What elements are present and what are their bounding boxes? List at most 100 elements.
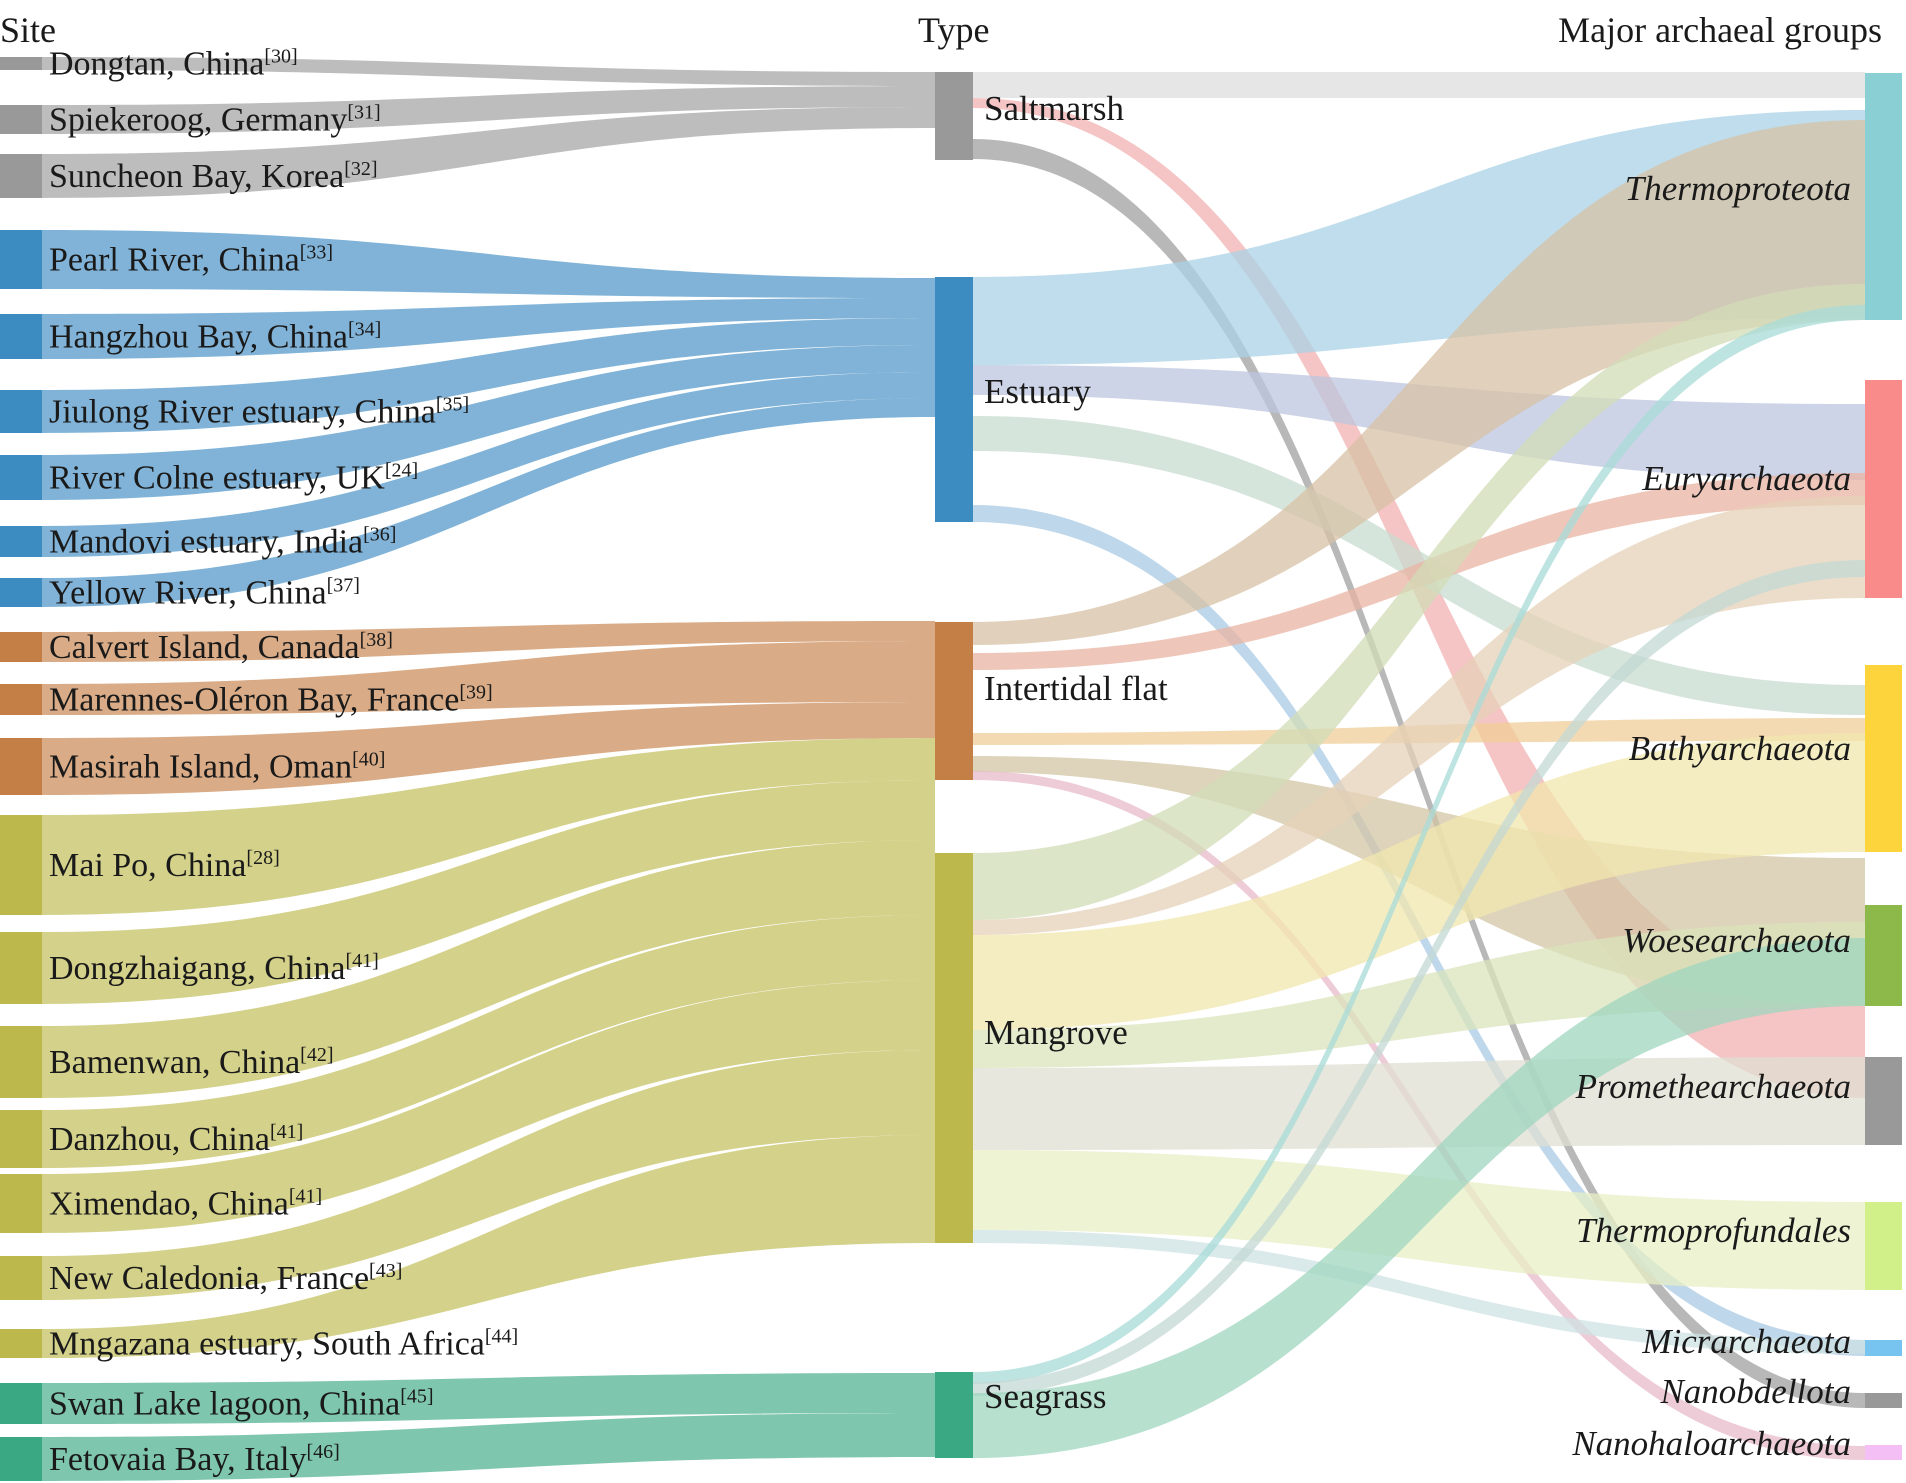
site-name: Mngazana estuary, South Africa xyxy=(49,1326,485,1363)
site-label-jiulong-river-estuary-china: Jiulong River estuary, China[35] xyxy=(49,394,469,431)
type-label-estuary: Estuary xyxy=(984,372,1091,411)
site-reference: [42] xyxy=(300,1044,333,1066)
link-mangrove-to-woesearchaeota xyxy=(973,922,1865,1068)
link-saltmarsh-to-thermoproteota xyxy=(973,72,1865,98)
site-reference: [32] xyxy=(344,158,377,180)
site-label-yellow-river-china: Yellow River, China[37] xyxy=(49,575,360,612)
link-bamenwan-china-to-mangrove xyxy=(42,840,935,1098)
site-name: Swan Lake lagoon, China xyxy=(49,1386,400,1423)
type-label-intertidal-flat: Intertidal flat xyxy=(984,669,1168,708)
site-label-danzhou-china: Danzhou, China[41] xyxy=(49,1121,303,1158)
site-label-pearl-river-china: Pearl River, China[33] xyxy=(49,242,333,279)
group-node-thermoproteota xyxy=(1865,73,1902,320)
group-label-woesearchaeota: Woesearchaeota xyxy=(1622,921,1851,960)
site-reference: [34] xyxy=(348,319,381,341)
link-pearl-river-china-to-estuary xyxy=(42,230,935,298)
group-node-woesearchaeota xyxy=(1865,905,1902,1006)
site-node-bamenwan-china xyxy=(0,1026,42,1098)
type-label-mangrove: Mangrove xyxy=(984,1013,1128,1052)
site-node-calvert-island-canada xyxy=(0,632,42,662)
link-mangrove-to-thermoproteota xyxy=(973,284,1865,920)
site-reference: [37] xyxy=(327,575,360,597)
site-node-yellow-river-china xyxy=(0,578,42,607)
site-reference: [31] xyxy=(347,102,380,124)
group-node-thermoprofundales xyxy=(1865,1202,1902,1290)
site-node-suncheon-bay-korea xyxy=(0,154,42,198)
link-fetovaia-bay-italy-to-seagrass xyxy=(42,1413,935,1481)
link-mangrove-to-promethearchaeota xyxy=(973,1057,1865,1150)
link-ximendao-china-to-mangrove xyxy=(42,980,935,1233)
group-label-euryarchaeota: Euryarchaeota xyxy=(1641,459,1851,498)
group-label-thermoprofundales: Thermoprofundales xyxy=(1576,1211,1851,1250)
group-label-thermoproteota: Thermoproteota xyxy=(1625,169,1851,208)
site-node-hangzhou-bay-china xyxy=(0,314,42,359)
site-node-dongtan-china xyxy=(0,57,42,70)
group-label-nanohaloarchaeota: Nanohaloarchaeota xyxy=(1571,1424,1851,1463)
site-reference: [36] xyxy=(363,524,396,546)
site-reference: [41] xyxy=(289,1186,322,1208)
type-node-mangrove xyxy=(935,853,973,1243)
site-node-dongzhaigang-china xyxy=(0,932,42,1004)
link-new-caledonia-france-to-mangrove xyxy=(42,1050,935,1300)
group-label-micrarchaeota: Micrarchaeota xyxy=(1641,1322,1851,1361)
column-headers: Site Type Major archaeal groups xyxy=(0,10,1882,50)
site-label-dongtan-china: Dongtan, China[30] xyxy=(49,46,298,83)
site-name: Bamenwan, China xyxy=(49,1044,300,1081)
site-node-spiekeroog-germany xyxy=(0,105,42,134)
type-header: Type xyxy=(918,10,989,50)
site-header: Site xyxy=(0,10,56,50)
site-node-mandovi-estuary-india xyxy=(0,526,42,557)
site-reference: [38] xyxy=(360,629,393,651)
site-reference: [33] xyxy=(300,242,333,264)
site-name: Dongzhaigang, China xyxy=(49,950,346,987)
site-label-river-colne-estuary-uk: River Colne estuary, UK[24] xyxy=(49,460,418,497)
site-name: Fetovaia Bay, Italy xyxy=(49,1441,306,1478)
group-node-nanobdellota xyxy=(1865,1393,1902,1408)
type-to-group-links xyxy=(973,72,1865,1460)
site-label-marennes-ol-ron-bay-france: Marennes-Oléron Bay, France[39] xyxy=(49,682,493,719)
link-mangrove-to-micrarchaeota xyxy=(973,1230,1865,1354)
type-node-intertidal-flat xyxy=(935,622,973,780)
site-reference: [41] xyxy=(270,1121,303,1143)
link-seagrass-to-woesearchaeota xyxy=(973,938,1865,1458)
link-jiulong-river-estuary-china-to-estuary xyxy=(42,318,935,433)
site-label-spiekeroog-germany: Spiekeroog, Germany[31] xyxy=(49,102,381,139)
group-node-bathyarchaeota xyxy=(1865,665,1902,852)
link-intertidal-flat-to-thermoproteota xyxy=(973,120,1865,645)
site-node-fetovaia-bay-italy xyxy=(0,1437,42,1481)
site-label-mai-po-china: Mai Po, China[28] xyxy=(49,847,280,884)
link-yellow-river-china-to-estuary xyxy=(42,398,935,607)
link-spiekeroog-germany-to-saltmarsh xyxy=(42,86,935,134)
group-node-micrarchaeota xyxy=(1865,1340,1902,1356)
link-seagrass-to-thermoproteota xyxy=(973,305,1865,1384)
group-label-promethearchaeota: Promethearchaeota xyxy=(1575,1067,1851,1106)
site-name: Pearl River, China xyxy=(49,242,300,279)
group-label-nanobdellota: Nanobdellota xyxy=(1659,1372,1851,1411)
type-label-saltmarsh: Saltmarsh xyxy=(984,89,1124,128)
link-hangzhou-bay-china-to-estuary xyxy=(42,298,935,359)
type-node-estuary xyxy=(935,277,973,522)
site-reference: [41] xyxy=(346,950,379,972)
link-swan-lake-lagoon-china-to-seagrass xyxy=(42,1373,935,1424)
site-label-mandovi-estuary-india: Mandovi estuary, India[36] xyxy=(49,524,396,561)
link-marennes-ol-ron-bay-france-to-intertidal-flat xyxy=(42,641,935,715)
link-mangrove-to-euryarchaeota xyxy=(973,496,1865,935)
site-label-mngazana-estuary-south-africa: Mngazana estuary, South Africa[44] xyxy=(49,1326,518,1363)
site-name: River Colne estuary, UK xyxy=(49,460,385,497)
link-saltmarsh-to-nanobdellota xyxy=(973,139,1865,1408)
site-reference: [39] xyxy=(459,682,492,704)
site-name: Marennes-Oléron Bay, France xyxy=(49,682,459,719)
site-name: Mai Po, China xyxy=(49,847,246,884)
link-mandovi-estuary-india-to-estuary xyxy=(42,372,935,557)
link-mangrove-to-bathyarchaeota xyxy=(973,733,1865,1030)
site-name: Masirah Island, Oman xyxy=(49,749,352,786)
site-node-pearl-river-china xyxy=(0,230,42,289)
type-node-saltmarsh xyxy=(935,72,973,160)
site-node-ximendao-china xyxy=(0,1174,42,1233)
site-node-river-colne-estuary-uk xyxy=(0,455,42,500)
site-label-ximendao-china: Ximendao, China[41] xyxy=(49,1186,322,1223)
site-name: Jiulong River estuary, China xyxy=(49,394,436,431)
site-label-calvert-island-canada: Calvert Island, Canada[38] xyxy=(49,629,393,666)
site-name: Calvert Island, Canada xyxy=(49,629,360,666)
